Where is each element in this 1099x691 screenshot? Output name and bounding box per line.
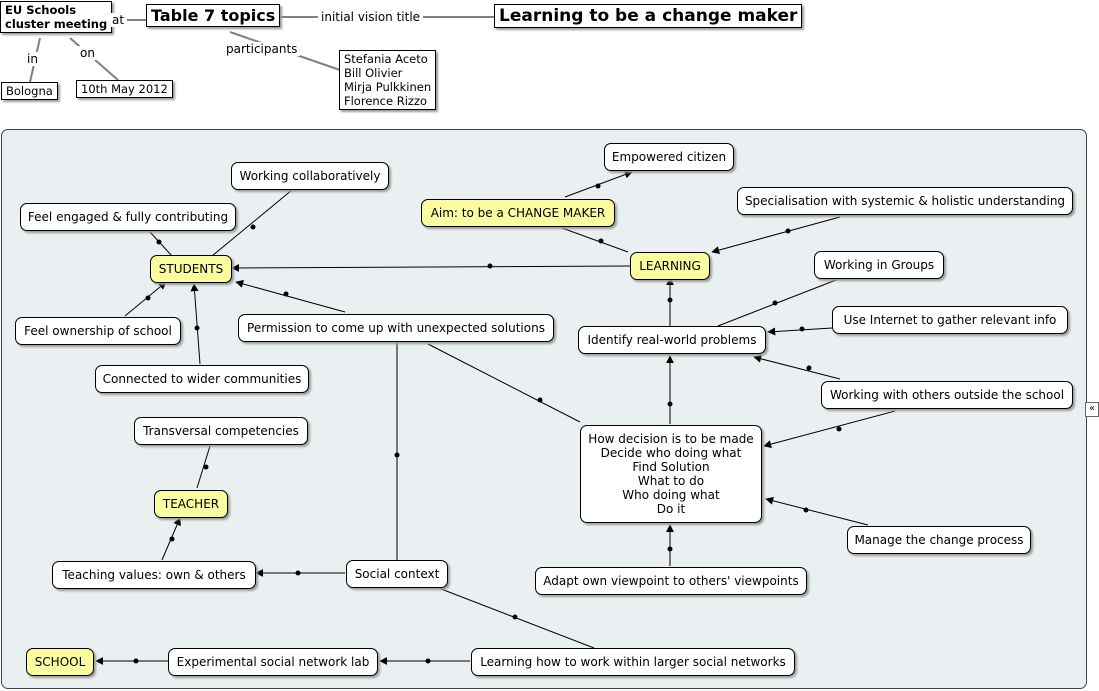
topic-node[interactable]: Table 7 topics bbox=[146, 4, 281, 27]
node-aim-change-maker[interactable]: Aim: to be a CHANGE MAKER bbox=[421, 199, 615, 227]
node-learning[interactable]: LEARNING bbox=[630, 252, 710, 280]
node-feel-engaged[interactable]: Feel engaged & fully contributing bbox=[20, 203, 236, 231]
node-teacher[interactable]: TEACHER bbox=[154, 490, 228, 518]
node-working-collaboratively[interactable]: Working collaboratively bbox=[231, 162, 389, 190]
link-label-at: at bbox=[109, 13, 128, 27]
node-students[interactable]: STUDENTS bbox=[150, 255, 232, 283]
node-experimental-lab[interactable]: Experimental social network lab bbox=[168, 648, 378, 676]
link-label-initial-vision-title: initial vision title bbox=[318, 10, 424, 24]
event-node[interactable]: EU Schools cluster meeting bbox=[0, 1, 113, 33]
double-chevron-left-icon[interactable]: « bbox=[1085, 402, 1099, 417]
participants-node[interactable]: Stefania Aceto Bill Olivier Mirja Pulkki… bbox=[339, 50, 437, 110]
link-label-in: in bbox=[24, 52, 41, 66]
node-school[interactable]: SCHOOL bbox=[26, 648, 94, 676]
node-teaching-values[interactable]: Teaching values: own & others bbox=[52, 561, 256, 589]
node-adapt-viewpoint[interactable]: Adapt own viewpoint to others' viewpoint… bbox=[535, 567, 807, 595]
node-transversal[interactable]: Transversal competencies bbox=[134, 417, 308, 445]
node-identify-problems[interactable]: Identify real-world problems bbox=[578, 326, 766, 354]
date-node[interactable]: 10th May 2012 bbox=[76, 80, 173, 98]
node-working-with-others[interactable]: Working with others outside the school bbox=[821, 381, 1073, 409]
vision-title-node[interactable]: Learning to be a change maker bbox=[494, 4, 803, 28]
node-decision[interactable]: How decision is to be made Decide who do… bbox=[580, 425, 762, 523]
node-manage-change[interactable]: Manage the change process bbox=[847, 526, 1031, 554]
node-working-in-groups[interactable]: Working in Groups bbox=[814, 251, 944, 279]
node-learning-networks[interactable]: Learning how to work within larger socia… bbox=[471, 648, 795, 676]
node-connected[interactable]: Connected to wider communities bbox=[95, 365, 309, 393]
node-empowered-citizen[interactable]: Empowered citizen bbox=[604, 143, 734, 171]
link-label-on: on bbox=[77, 46, 98, 60]
node-feel-ownership[interactable]: Feel ownership of school bbox=[15, 317, 181, 345]
node-social-context[interactable]: Social context bbox=[346, 560, 448, 588]
node-specialisation[interactable]: Specialisation with systemic & holistic … bbox=[737, 187, 1073, 215]
node-permission[interactable]: Permission to come up with unexpected so… bbox=[238, 314, 554, 342]
node-use-internet[interactable]: Use Internet to gather relevant info bbox=[832, 306, 1068, 334]
location-node[interactable]: Bologna bbox=[1, 82, 58, 100]
link-label-participants: participants bbox=[223, 42, 301, 56]
